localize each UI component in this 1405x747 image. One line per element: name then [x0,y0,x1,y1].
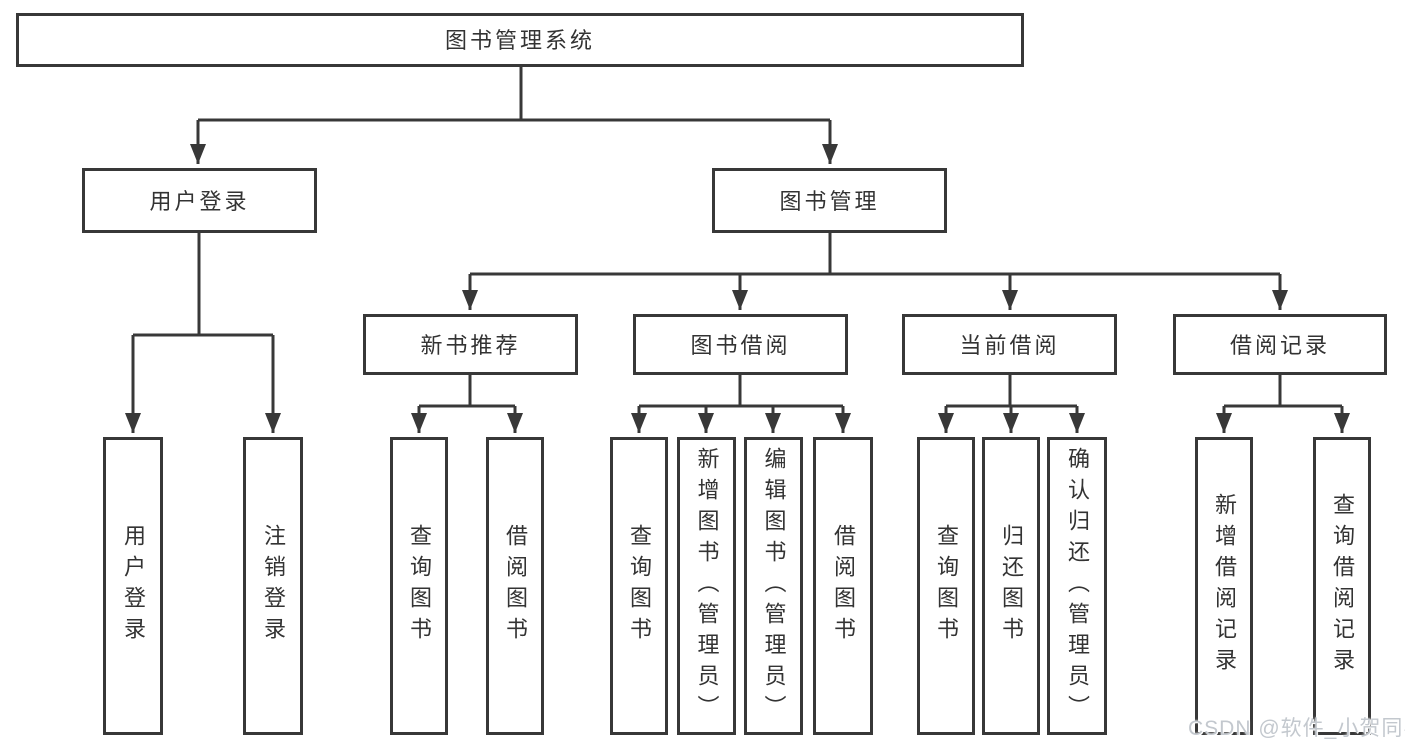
csdn-watermark: CSDN @软件_小贺同学 [1188,717,1405,740]
node-label: 确认归还（管理员） [1065,446,1090,726]
node-label: 新增借阅记录 [1212,493,1237,679]
node-system-root: 图书管理系统 [16,13,1024,67]
leaf-query-books-current: 查询图书 [917,437,975,735]
node-label: 用户登录 [121,524,146,648]
leaf-user-login: 用户登录 [103,437,163,735]
node-label: 图书管理系统 [444,28,595,53]
node-book-borrowing: 图书借阅 [633,314,848,375]
leaf-confirm-return-admin: 确认归还（管理员） [1047,437,1107,735]
node-label: 借阅图书 [831,524,856,648]
leaf-borrow-books: 借阅图书 [813,437,873,735]
node-label: 归还图书 [999,524,1024,648]
node-label: 图书管理 [779,188,880,214]
leaf-borrow-books-recommend: 借阅图书 [486,437,544,735]
leaf-add-books-admin: 新增图书（管理员） [677,437,736,735]
node-label: 用户登录 [149,188,250,214]
node-book-management: 图书管理 [712,168,947,233]
leaf-logout: 注销登录 [243,437,303,735]
leaf-query-books-recommend: 查询图书 [390,437,448,735]
node-label: 借阅图书 [503,524,528,648]
node-current-borrowing: 当前借阅 [902,314,1117,375]
node-borrowing-records: 借阅记录 [1173,314,1387,375]
leaf-add-borrow-record: 新增借阅记录 [1195,437,1253,735]
node-label: 新增图书（管理员） [694,446,720,726]
node-label: 新书推荐 [420,332,521,358]
node-new-book-recommendation: 新书推荐 [363,314,578,375]
leaf-return-books: 归还图书 [982,437,1040,735]
node-label: 查询借阅记录 [1330,493,1355,679]
node-label: 查询图书 [934,524,959,648]
node-user-login: 用户登录 [82,168,317,233]
node-label: 查询图书 [407,524,432,648]
node-label: 图书借阅 [690,332,791,358]
node-label: 当前借阅 [959,332,1060,358]
leaf-edit-books-admin: 编辑图书（管理员） [744,437,803,735]
leaf-query-borrow-record: 查询借阅记录 [1313,437,1371,735]
node-label: 借阅记录 [1229,332,1330,358]
node-label: 编辑图书（管理员） [761,446,787,726]
node-label: 查询图书 [627,524,652,648]
node-label: 注销登录 [261,524,286,648]
leaf-query-books-borrowing: 查询图书 [610,437,668,735]
